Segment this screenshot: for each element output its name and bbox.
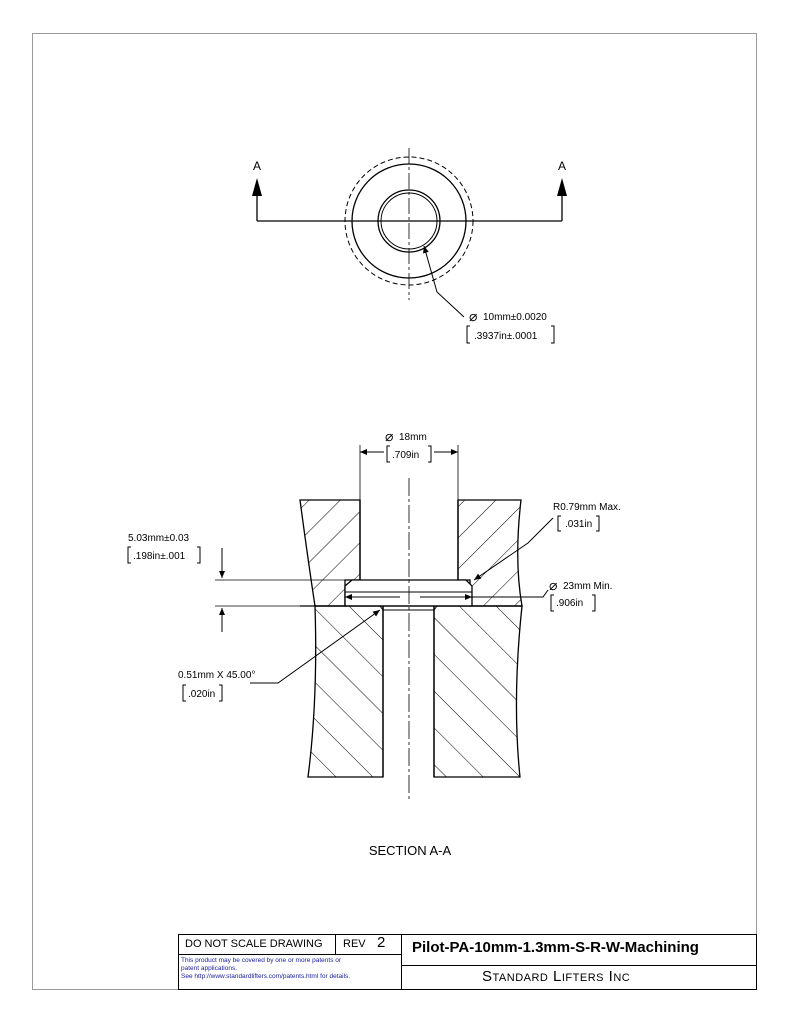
dim-18-imperial: .709in [392,450,419,461]
dim-radius-metric: R0.79mm Max. [553,502,621,513]
bore-dim-metric: 10mm±0.0020 [483,312,547,323]
dim-23-metric: 23mm Min. [563,581,612,592]
section-label-right: A [558,159,566,173]
patent-note: This product may be covered by one or mo… [181,957,350,981]
part-name: Pilot-PA-10mm-1.3mm-S-R-W-Machining [412,939,699,956]
dim-chamfer-imperial: .020in [188,689,215,700]
company-name: Standard Lifters Inc [482,968,631,985]
company-cell [401,965,757,990]
bore-leader [423,245,465,318]
diameter-icon: ⌀ [469,308,477,324]
section-caption: SECTION A-A [369,843,452,858]
patent-note-line-2: patent applications. [181,965,238,972]
section-arrow-left-icon [252,178,262,196]
section-label-left: A [253,159,261,173]
rev-label: REV [343,938,366,950]
do-not-scale-text: DO NOT SCALE DRAWING [185,938,323,950]
diameter-icon: ⌀ [385,428,393,444]
dim-depth-imperial: .198in±.001 [133,551,186,562]
section-view [215,445,554,802]
patent-note-line-3: See http://www.standardlifters.com/paten… [181,973,351,980]
dim-18-metric: 18mm [399,432,427,443]
section-arrow-right-icon [557,178,567,196]
dim-depth-metric: 5.03mm±0.03 [128,533,190,544]
diameter-icon: ⌀ [549,577,557,593]
top-view [252,148,567,318]
dim-radius-imperial: .031in [565,519,592,530]
rev-value: 2 [377,934,386,951]
dim-chamfer-metric: 0.51mm X 45.00° [178,670,255,681]
dim-23-imperial: .906in [556,598,583,609]
bore-dim-imperial: .3937in±.0001 [474,331,538,342]
patent-note-line-1: This product may be covered by one or mo… [181,957,342,964]
